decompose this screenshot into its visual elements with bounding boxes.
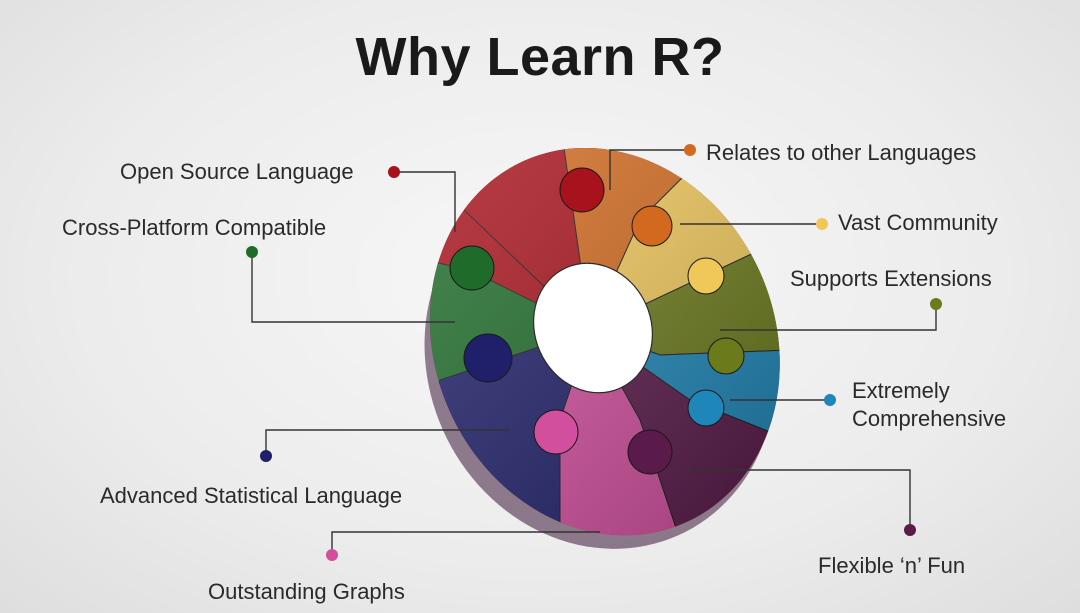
connector-line-outstanding-graphs xyxy=(331,531,600,555)
puzzle-knob-open-source xyxy=(559,167,605,213)
puzzle-knob-advanced-statistical xyxy=(463,333,513,383)
connector-line-cross-platform xyxy=(251,252,455,323)
ring-shading xyxy=(429,148,780,536)
connector-dot-open-source xyxy=(388,166,400,178)
connector-dot-relates xyxy=(684,144,696,156)
puzzle-knob-vast-community xyxy=(687,257,725,295)
connector-dot-vast-community xyxy=(816,218,828,230)
label-relates: Relates to other Languages xyxy=(706,140,977,165)
puzzle-knob-relates xyxy=(631,205,673,247)
connector-dot-extremely-comprehensive xyxy=(824,394,836,406)
label-vast-community: Vast Community xyxy=(838,210,998,235)
page-title: Why Learn R? xyxy=(355,27,725,87)
puzzle-knob-flexible-fun xyxy=(627,429,673,475)
connector-dot-flexible-fun xyxy=(904,524,916,536)
label-open-source: Open Source Language xyxy=(120,159,354,184)
label-supports-extensions: Supports Extensions xyxy=(790,266,992,291)
label-flexible-fun: Flexible ‘n’ Fun xyxy=(818,553,966,578)
connector-line-open-source xyxy=(394,171,456,232)
puzzle-knob-supports-extensions xyxy=(707,337,745,375)
connector-line-flexible-fun xyxy=(690,469,911,530)
puzzle-knob-outstanding-graphs xyxy=(533,409,579,455)
connector-dot-outstanding-graphs xyxy=(326,549,338,561)
connector-dot-supports-extensions xyxy=(930,298,942,310)
puzzle-knob-extremely-comprehensive xyxy=(687,389,725,427)
connector-line-advanced-statistical xyxy=(265,429,510,456)
connector-line-supports-extensions xyxy=(720,304,937,331)
connector-line-relates xyxy=(609,149,690,190)
connector-dot-advanced-statistical xyxy=(260,450,272,462)
center-hole xyxy=(533,262,653,394)
puzzle-knob-cross-platform xyxy=(449,245,495,291)
label-advanced-statistical: Advanced Statistical Language xyxy=(100,483,403,508)
label-cross-platform: Cross-Platform Compatible xyxy=(62,215,327,240)
label-outstanding-graphs: Outstanding Graphs xyxy=(208,579,405,604)
label-extremely-comprehensive: Extremely Comprehensive xyxy=(852,378,1007,431)
connector-dot-cross-platform xyxy=(246,246,258,258)
